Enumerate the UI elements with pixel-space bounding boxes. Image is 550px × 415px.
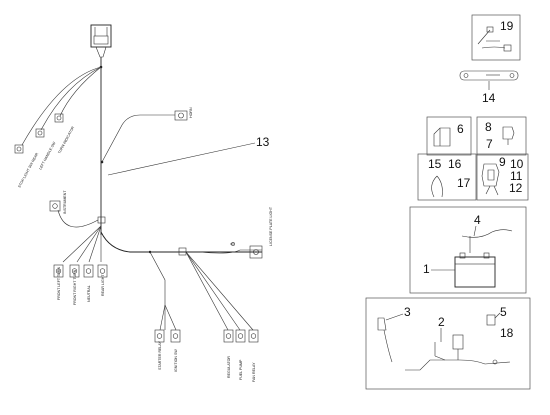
svg-text:FRONT RIGHT TURN: FRONT RIGHT TURN — [73, 269, 77, 305]
part-number-1: 1 — [423, 262, 430, 276]
svg-text:FUEL PUMP: FUEL PUMP — [239, 359, 243, 380]
svg-text:REAR LIGHT: REAR LIGHT — [101, 274, 105, 296]
part-number-19: 19 — [500, 19, 514, 33]
svg-text:REGULATOR: REGULATOR — [227, 356, 231, 378]
svg-text:IGNITION SW: IGNITION SW — [174, 349, 178, 372]
part-14-fuse: 14 — [459, 70, 519, 105]
part-number-9: 9 — [499, 155, 506, 169]
connector-fuel-pump: FUEL PUMP — [235, 329, 246, 380]
svg-text:NEUTRAL: NEUTRAL — [87, 285, 91, 302]
svg-text:STOP LIGHT SW REAR: STOP LIGHT SW REAR — [17, 152, 39, 189]
part-number-17: 17 — [457, 176, 471, 190]
part-19-box: 19 — [471, 14, 521, 61]
top-connector — [90, 24, 112, 58]
part-number-16: 16 — [448, 157, 462, 171]
battery-box: 4 1 — [409, 206, 527, 294]
part-number-4: 4 — [474, 213, 481, 227]
part-15-17-box: 15 16 17 — [417, 153, 477, 201]
part-6-box: 6 — [426, 116, 472, 156]
connector-instrument: INSTRUMENT — [49, 190, 67, 214]
connector-rear-light: REAR LIGHT — [97, 264, 108, 296]
connector-stop-light: STOP LIGHT SW REAR — [14, 144, 39, 189]
part-9-12-box: 9 10 11 12 — [476, 153, 529, 201]
part-number-11: 11 — [510, 169, 523, 183]
part-number-5: 5 — [500, 305, 507, 319]
part-number-15: 15 — [428, 157, 442, 171]
part-number-18: 18 — [500, 326, 514, 340]
svg-text:FAN RELAY: FAN RELAY — [252, 362, 256, 382]
connector-ignition: IGNITION SW — [170, 329, 181, 372]
svg-text:INSTRUMENT: INSTRUMENT — [63, 190, 67, 214]
svg-text:LEFT HANDLE SW: LEFT HANDLE SW — [38, 141, 56, 171]
connector-front-left-turn: FRONT LEFT TURN — [53, 264, 64, 300]
part-number-13: 13 — [256, 135, 270, 149]
connector-regulator: REGULATOR — [223, 329, 234, 378]
part-number-3: 3 — [404, 305, 411, 319]
part-number-6: 6 — [457, 122, 464, 136]
svg-text:HORN: HORN — [189, 107, 193, 118]
part-number-7: 7 — [486, 137, 493, 151]
part-number-10: 10 — [510, 157, 524, 171]
connector-horn: HORN — [174, 107, 193, 121]
connector-fan-relay: FAN RELAY — [248, 329, 259, 382]
svg-text:FRONT LEFT TURN: FRONT LEFT TURN — [57, 267, 61, 300]
part-number-12: 12 — [509, 181, 523, 195]
connector-turn-indicator: TURN INDICATOR — [54, 113, 75, 154]
connector-left-handle: LEFT HANDLE SW — [35, 128, 57, 171]
svg-text:LICENSE PLATE LIGHT: LICENSE PLATE LIGHT — [269, 206, 273, 246]
accessory-box: 3 2 5 18 — [365, 297, 531, 390]
part-number-14: 14 — [482, 91, 496, 105]
connector-front-right-turn: FRONT RIGHT TURN — [69, 264, 80, 305]
svg-text:TURN INDICATOR: TURN INDICATOR — [57, 125, 75, 154]
part-number-2: 2 — [438, 315, 445, 329]
svg-text:STARTER RELAY: STARTER RELAY — [158, 340, 162, 370]
part-8-box: 8 7 — [476, 116, 527, 156]
connector-license-plate: LICENSE PLATE LIGHT — [249, 206, 273, 259]
main-harness — [21, 24, 262, 331]
connector-neutral: NEUTRAL — [83, 264, 94, 302]
part-number-8: 8 — [485, 120, 492, 134]
connector-starter-relay: STARTER RELAY — [154, 329, 165, 370]
